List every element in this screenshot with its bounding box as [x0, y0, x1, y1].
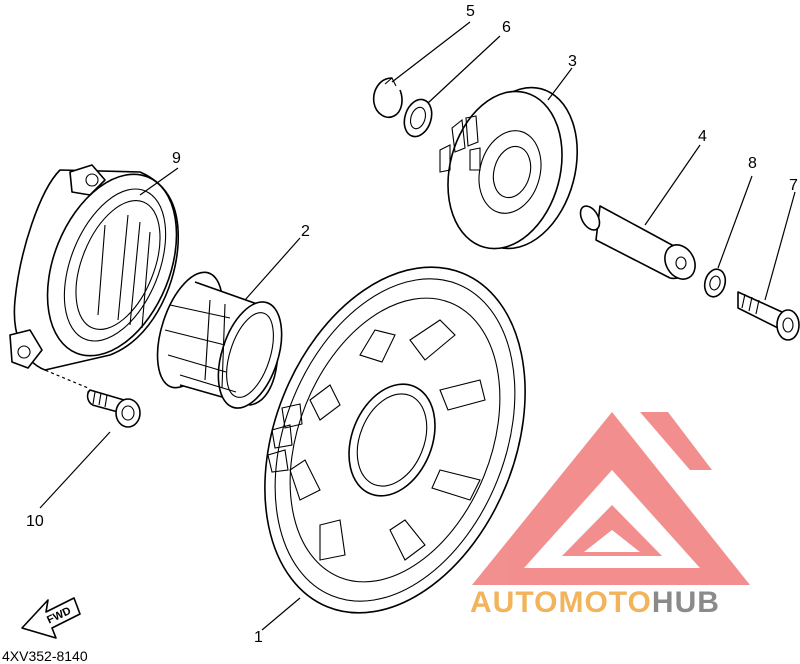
leader-lines: [39, 21, 796, 631]
callout-7: 7: [789, 177, 798, 194]
part-8-washer: [703, 268, 727, 298]
part-2-needle-bearing: [156, 271, 283, 409]
callout-6: 6: [502, 19, 511, 36]
callout-1: 1: [254, 629, 263, 646]
part-5-circlip: [372, 77, 403, 119]
fwd-arrow-icon: FWD: [21, 597, 81, 639]
callout-9: 9: [172, 150, 181, 167]
callout-numbers: 5 6 3 4 8 7 9 2 10 1: [26, 3, 798, 646]
watermark-logo: [472, 412, 750, 585]
callout-2: 2: [301, 223, 310, 240]
part-4-shaft: [579, 205, 696, 280]
callout-5: 5: [466, 3, 475, 20]
part-3-idler-gear: [439, 86, 579, 250]
part-7-bolt: [737, 291, 800, 341]
callout-10: 10: [26, 513, 44, 530]
callout-3: 3: [568, 53, 577, 70]
callout-8: 8: [748, 155, 757, 172]
callout-4: 4: [698, 128, 707, 145]
diagram-code: 4XV352-8140: [2, 648, 88, 664]
part-6-washer: [403, 98, 433, 138]
watermark-brand: AUTOMOTOHUB: [470, 586, 720, 619]
part-9-housing: [9, 164, 180, 371]
watermark-brand-part1: AUTOMOTO: [470, 586, 652, 619]
part-10-bolt: [86, 389, 141, 428]
watermark-brand-part2: HUB: [652, 586, 720, 619]
part-1-starter-gear: [264, 266, 526, 614]
